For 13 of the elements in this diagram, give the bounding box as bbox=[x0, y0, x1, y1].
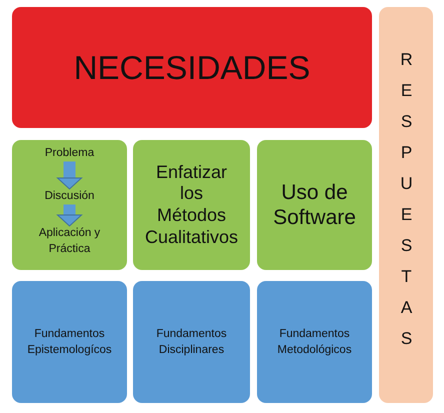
topic-box: Uso de Software bbox=[257, 140, 372, 270]
vertical-label-panel: RESPUESTAS bbox=[379, 7, 433, 403]
header-box: NECESIDADES bbox=[12, 7, 372, 128]
step-label: Aplicación y Práctica bbox=[32, 226, 106, 258]
step-label: Problema bbox=[44, 146, 94, 162]
step-label: Discusión bbox=[44, 189, 94, 205]
block-arrow bbox=[57, 162, 82, 190]
block-arrow bbox=[57, 204, 82, 226]
flow-box bbox=[12, 140, 127, 270]
foundation-box: Fundamentos Epistemologícos bbox=[12, 281, 127, 403]
foundation-box: Fundamentos Metodológicos bbox=[257, 281, 372, 403]
topic-box: Enfatizar los Métodos Cualitativos bbox=[133, 140, 250, 270]
foundation-box: Fundamentos Disciplinares bbox=[133, 281, 250, 403]
